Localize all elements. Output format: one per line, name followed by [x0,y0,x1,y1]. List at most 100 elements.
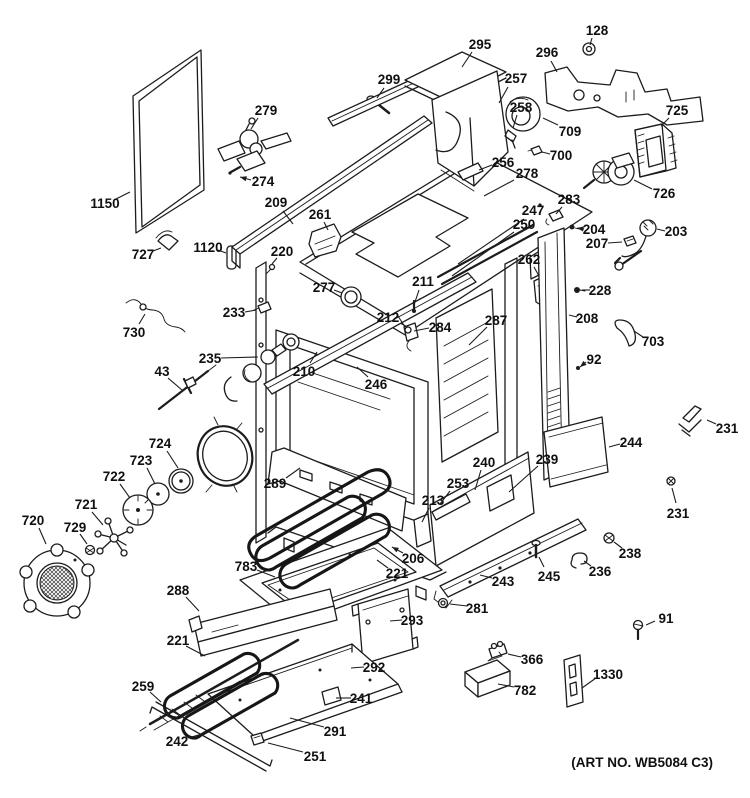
callout-209-18: 209 [265,195,288,210]
leader-211-27 [413,289,420,306]
screw-274 [228,165,242,175]
fan-blade-722 [122,494,154,526]
hinge-hardware-211-212-284 [403,299,419,352]
leader-724-42 [166,450,179,469]
callout-730-40: 730 [123,325,146,340]
callout-238-56: 238 [619,546,642,561]
callout-43-41: 43 [154,364,170,379]
leader-299-3 [376,87,385,99]
bracket-241 [321,686,342,706]
screw-700 [527,145,543,156]
wire-harness-730 [125,299,186,333]
leader-727-24 [152,247,162,252]
callout-279-5: 279 [255,103,278,118]
leader-729-46 [79,533,88,545]
leader-257-4 [498,86,509,104]
callout-206-60: 206 [402,551,425,566]
slide-rail-243 [433,518,587,609]
arrowhead-206-60 [392,547,399,553]
leader-203-16 [656,228,666,232]
leader-292-71 [350,666,365,669]
callout-92-34: 92 [586,352,601,367]
leader-782-74 [497,683,515,688]
leader-1150-23 [115,191,131,200]
nut-729 [84,544,96,556]
callout-729-46: 729 [64,520,87,535]
callout-210-38: 210 [293,364,316,379]
fan-spider-721 [94,517,134,557]
callout-208-32: 208 [576,311,599,326]
callout-211-27: 211 [412,274,434,289]
callout-228-31: 228 [589,283,612,298]
arrowhead-92-34 [580,360,587,367]
leader-212-28 [397,315,406,328]
callout-287-30: 287 [485,313,508,328]
callout-281-62: 281 [466,601,489,616]
callout-703-33: 703 [642,334,665,349]
callout-247-20: 247 [522,203,545,218]
leader-730-40 [138,313,146,325]
callout-277-36: 277 [313,280,336,295]
callout-243-58: 243 [492,574,515,589]
callout-288-63: 288 [167,583,190,598]
rear-bracket-293 [351,588,419,665]
callout-721-45: 721 [75,497,98,512]
leader-709-12 [542,117,559,126]
callout-262-22: 262 [518,252,541,267]
rod-43 [157,364,217,411]
leader-239-52 [508,465,539,493]
clip-283 [545,209,564,226]
leader-700-11 [541,151,551,155]
nut-238 [603,532,615,544]
callout-700-11: 700 [550,148,573,163]
leader-213-49 [421,507,430,523]
leader-221-65 [185,645,206,657]
fan-cover-720 [19,543,95,619]
leader-279-5 [250,117,259,130]
leader-783-64 [256,569,276,578]
callout-204-15: 204 [583,222,606,237]
screw-220 [265,263,276,275]
heat-shield-296 [544,66,704,126]
bracket-231-upper [678,405,702,437]
leader-1120-25 [217,249,227,254]
leader-295-1 [461,51,473,68]
callout-727-24: 727 [132,247,155,262]
leader-287-30 [468,326,488,346]
side-glass-panel-1150 [132,49,205,234]
leader-720-47 [38,527,47,545]
leader-258-7 [512,114,518,129]
callout-295-1: 295 [469,37,492,52]
leader-256-9 [478,164,493,171]
leader-209-18 [282,210,294,225]
leader-250-21 [451,231,515,277]
callout-296-2: 296 [536,45,559,60]
leader-726-13 [633,179,653,190]
leader-703-33 [633,330,644,338]
callout-722-44: 722 [103,469,126,484]
callout-293-72: 293 [401,613,424,628]
support-rails-247-250 [436,223,539,286]
callout-1330-75: 1330 [593,667,623,682]
leader-284-29 [413,327,430,332]
link-258 [504,129,517,149]
leader-291-69 [289,717,325,728]
callout-235-37: 235 [199,351,222,366]
leader-233-35 [244,309,257,313]
callout-220-26: 220 [271,244,294,259]
callout-231-55: 231 [667,506,690,521]
oven-lamp-235-210 [223,333,300,402]
callout-725-6: 725 [666,103,689,118]
disc-724 [168,468,194,494]
callout-203-16: 203 [665,224,688,239]
callout-207-17: 207 [586,236,609,251]
callout-291-69: 291 [324,724,347,739]
leader-220-26 [271,257,278,265]
leader-207-17 [607,241,623,244]
grommet-128 [582,42,596,56]
callout-726-13: 726 [653,186,676,201]
callout-256-9: 256 [492,155,515,170]
callout-724-42: 724 [149,436,172,451]
